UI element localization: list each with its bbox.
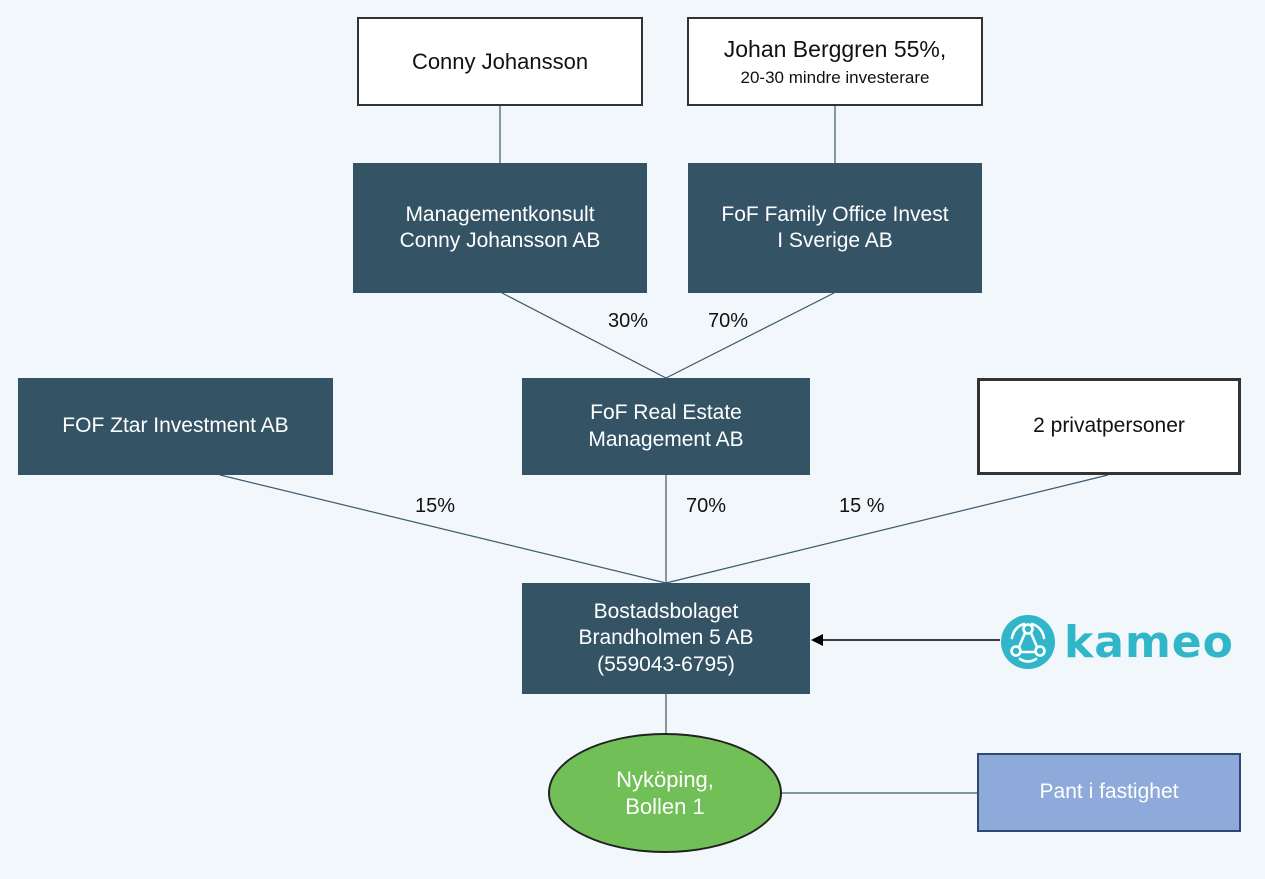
node-label: Conny Johansson [411, 48, 589, 74]
node-label: Nyköping, [616, 766, 714, 792]
line-ztar-to-bostad [219, 474, 667, 584]
node-label: 2 privatpersoner [1033, 414, 1185, 438]
node-privatpersoner: 2 privatpersoner [977, 378, 1241, 475]
node-label: Management AB [588, 427, 744, 451]
node-label: FoF Family Office Invest [721, 202, 949, 226]
kameo-logo: kameo [1000, 612, 1240, 672]
node-label: I Sverige AB [777, 229, 893, 252]
node-pant-i-fastighet: Pant i fastighet [977, 753, 1241, 832]
pct-privat-to-bostad: 15 % [839, 495, 885, 517]
node-managementkonsult: Managementkonsult Conny Johansson AB [353, 163, 647, 293]
kameo-wordmark: kameo [1064, 616, 1234, 668]
node-johan-berggren: Johan Berggren 55%, 20-30 mindre investe… [687, 17, 983, 106]
node-fof-real-estate: FoF Real Estate Management AB [522, 378, 810, 475]
line-privat-to-bostad [665, 474, 1109, 584]
node-label: FOF Ztar Investment AB [62, 414, 289, 438]
node-bostadsbolaget: Bostadsbolaget Brandholmen 5 AB (559043-… [522, 583, 810, 694]
node-label: Bollen 1 [625, 794, 705, 819]
node-org-number: (559043-6795) [597, 652, 735, 676]
node-sublabel: 20-30 mindre investerare [740, 68, 930, 88]
node-label: Managementkonsult [405, 202, 595, 226]
node-nykoping-bollen: Nyköping, Bollen 1 [548, 733, 782, 853]
node-label: Pant i fastighet [1039, 780, 1179, 804]
node-fof-ztar: FOF Ztar Investment AB [18, 378, 333, 475]
line-family-to-re [665, 292, 835, 379]
node-label: Bostadsbolaget [593, 600, 739, 624]
node-label: FoF Real Estate [590, 401, 742, 425]
pct-ztar-to-bostad: 15% [415, 495, 456, 517]
node-label: Conny Johansson AB [399, 229, 601, 252]
line-mgmt-to-re [501, 292, 667, 379]
kameo-icon [1001, 615, 1055, 669]
pct-re-to-bostad: 70% [686, 495, 727, 517]
pct-family-to-re: 70% [708, 310, 749, 332]
pct-mgmt-to-re: 30% [608, 310, 649, 332]
node-label: Johan Berggren 55%, [723, 35, 947, 62]
node-label: Brandholmen 5 AB [578, 626, 754, 650]
node-fof-family-office: FoF Family Office Invest I Sverige AB [688, 163, 982, 293]
node-conny-johansson: Conny Johansson [357, 17, 643, 106]
